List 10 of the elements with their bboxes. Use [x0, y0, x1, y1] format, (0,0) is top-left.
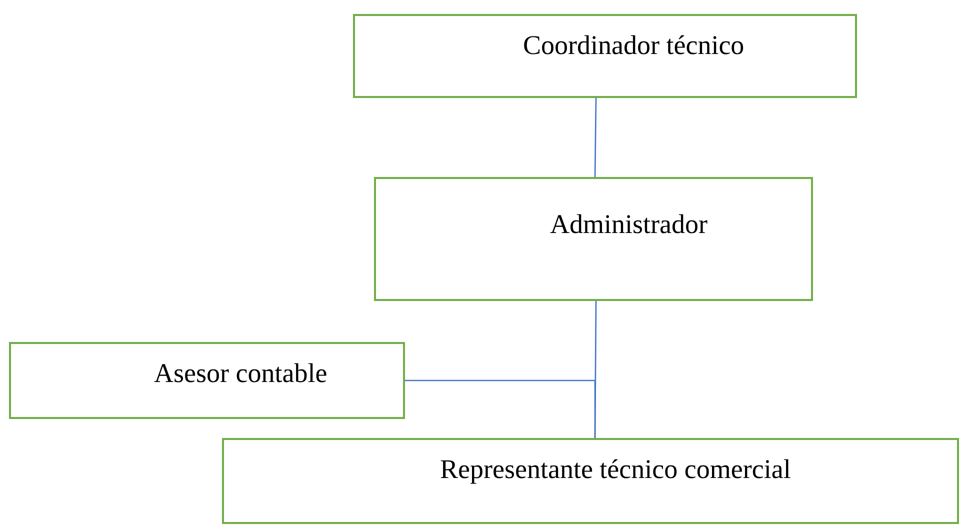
role-title: Administrador [550, 209, 708, 240]
role-box [353, 14, 857, 98]
role-box [374, 177, 813, 301]
role-title: Asesor contable [154, 358, 328, 389]
role-title: Coordinador técnico [523, 30, 744, 61]
connector-line [405, 380, 596, 438]
connector-line [594, 98, 597, 177]
role-title: Representante técnico comercial [440, 454, 791, 485]
role-box [222, 438, 959, 524]
role-box [9, 342, 405, 419]
